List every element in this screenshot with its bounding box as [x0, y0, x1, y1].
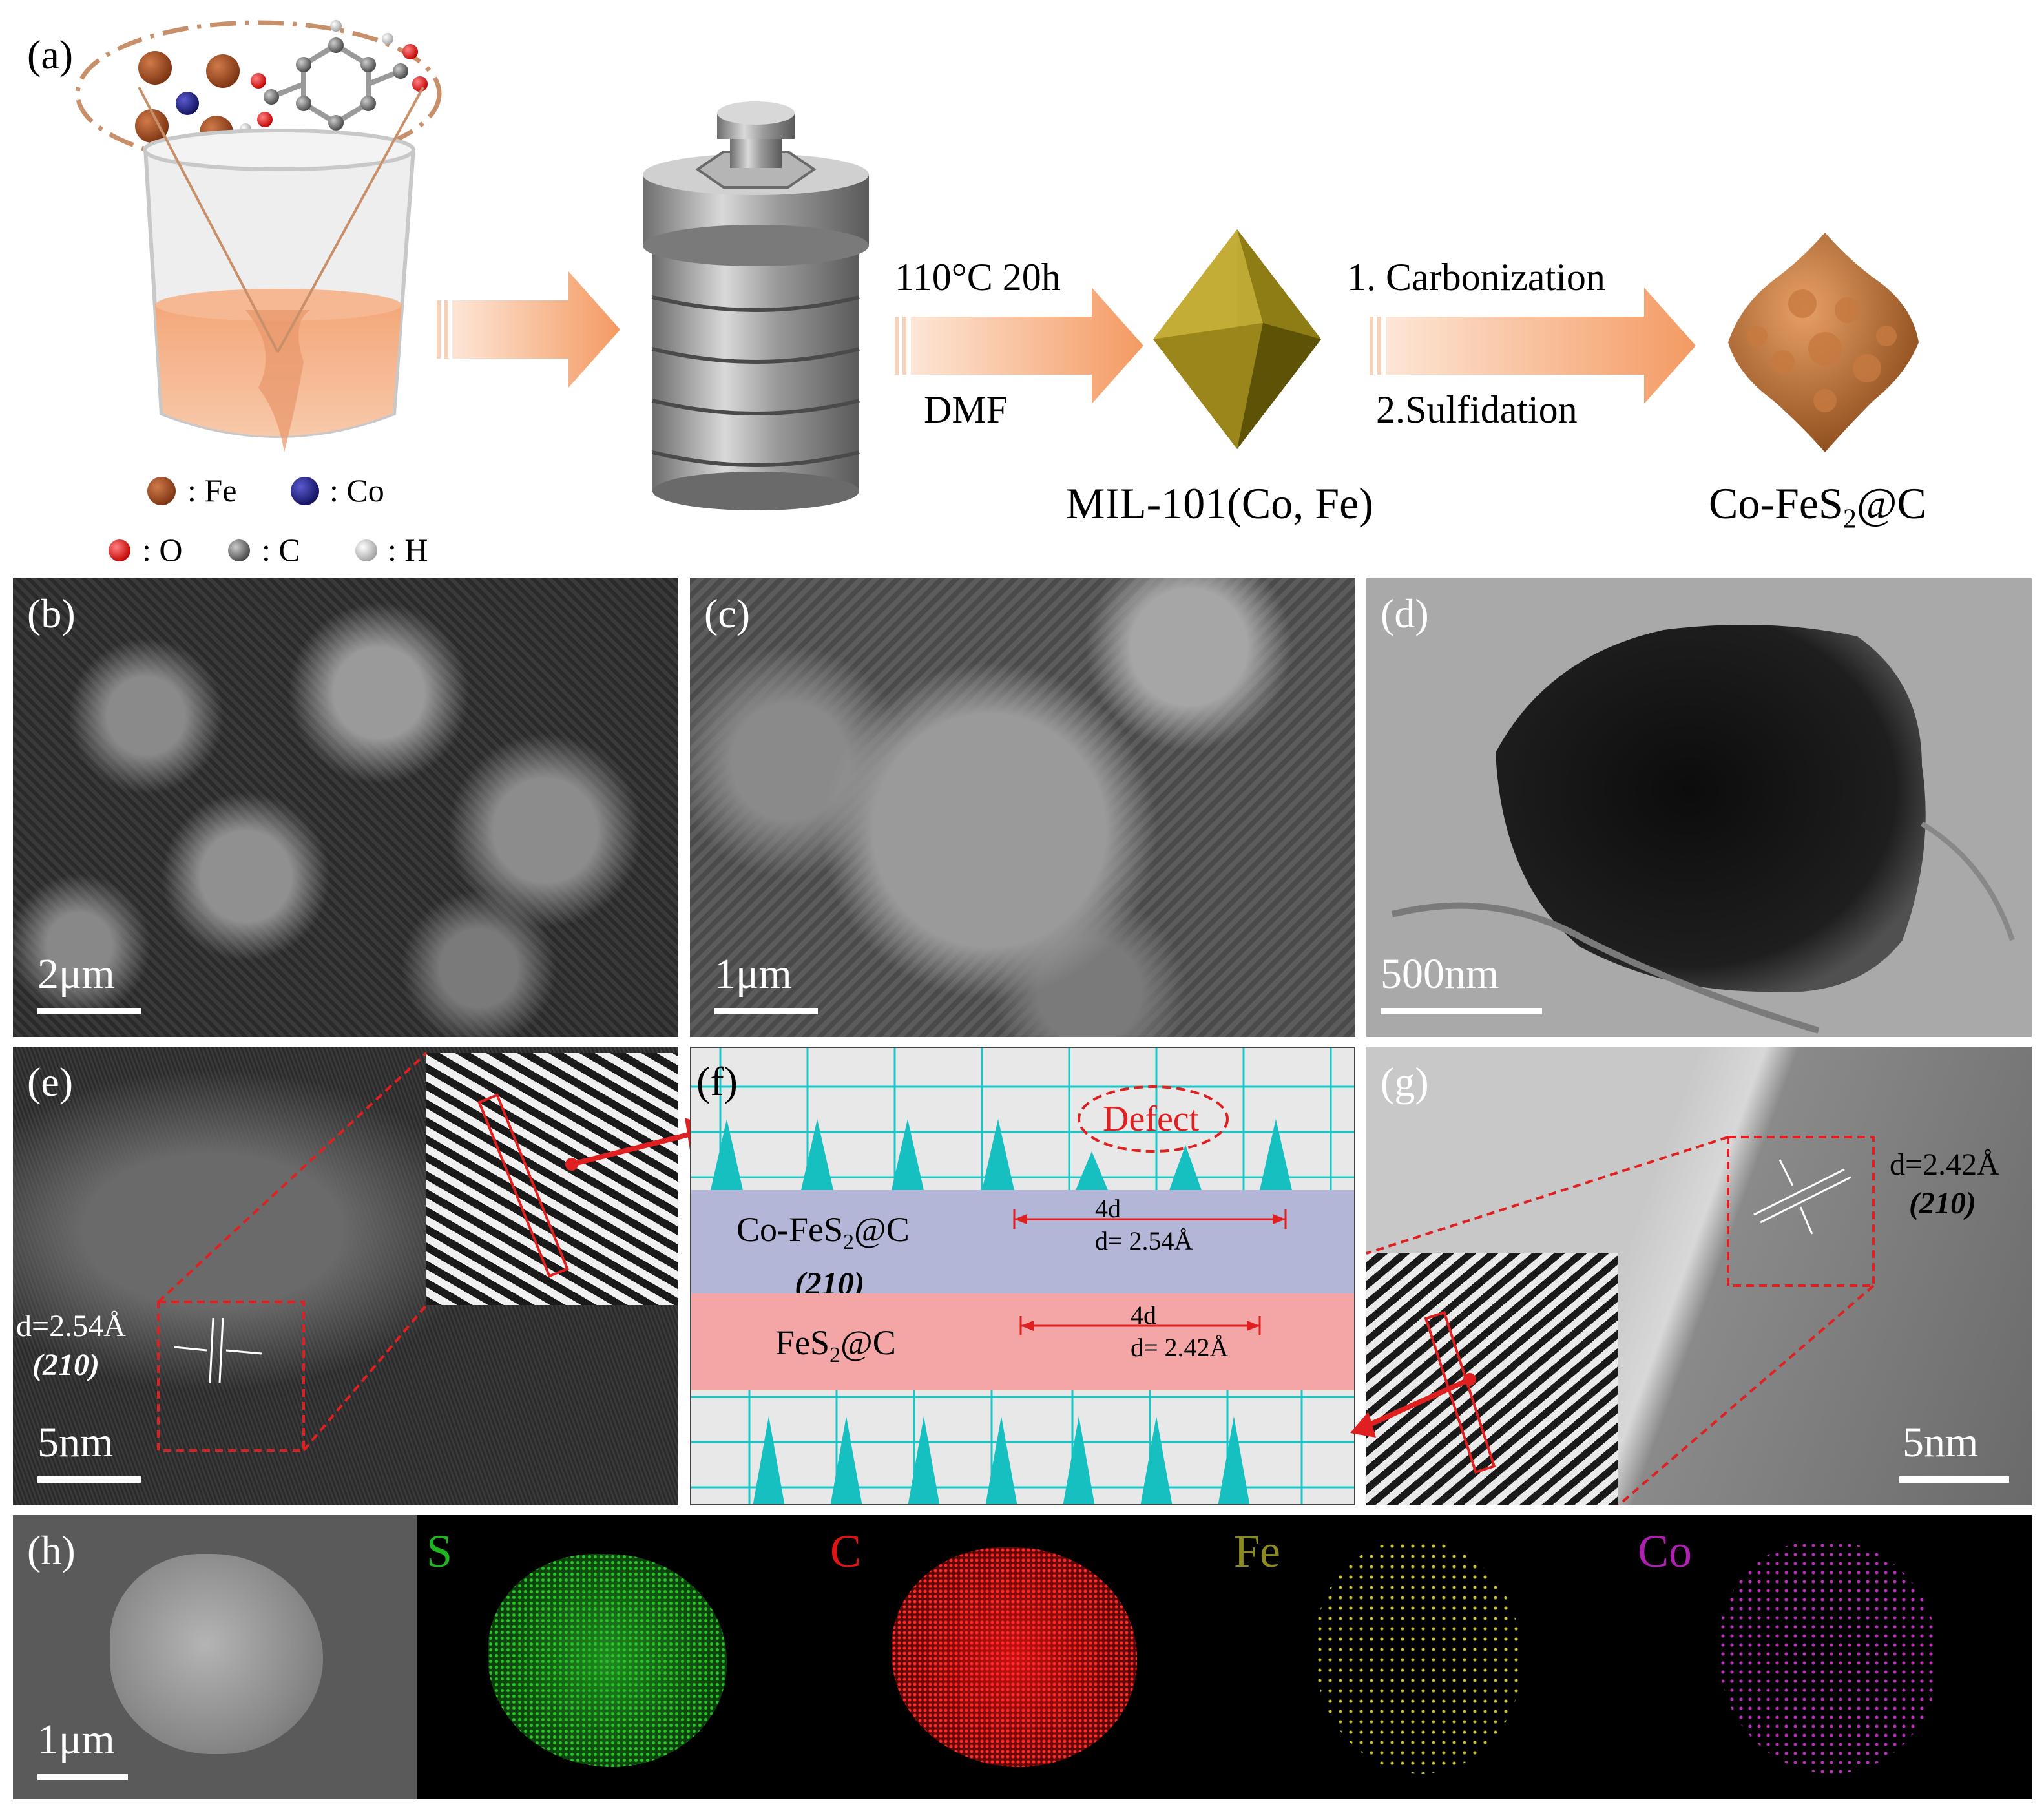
- legend-h: : H: [388, 532, 428, 568]
- panel-e-label: (e): [27, 1059, 74, 1105]
- map-s-label: S: [426, 1525, 453, 1577]
- panel-d-label: (d): [1381, 591, 1429, 636]
- panel-f-top-d: d= 2.54Å: [1095, 1226, 1193, 1255]
- panel-f-bottom-profile: [691, 1390, 1354, 1504]
- panel-d-scale-text: 500nm: [1381, 950, 1499, 998]
- panel-e-dspacing: d=2.54Å: [16, 1309, 126, 1343]
- panel-f-line-profiles: (f) Defect Co-FeS2@C 4d d= 2.54Å (210) F…: [690, 1047, 1355, 1505]
- panel-h-label: (h): [27, 1527, 76, 1573]
- panel-f-top-name-post: @C: [854, 1210, 910, 1249]
- legend-co: : Co: [329, 472, 384, 508]
- step2-sulfidation: 2.Sulfidation: [1376, 388, 1578, 431]
- panel-h-maps: S C Fe Co: [417, 1515, 2032, 1799]
- panel-b-scale-bar: [37, 1008, 141, 1014]
- panel-f-top-name-sub: 2: [843, 1230, 855, 1254]
- panel-f-bottom-name-pre: FeS: [775, 1323, 830, 1362]
- map-s: S: [417, 1515, 820, 1799]
- panel-d-particle: [1391, 625, 2015, 1034]
- step1-solvent: DMF: [924, 388, 1008, 431]
- product-label-pre: Co-FeS: [1709, 479, 1843, 528]
- schematic-illustration: [75, 20, 1919, 561]
- panel-g-scale-bar: [1899, 1476, 2009, 1483]
- panel-a-label: (a): [27, 32, 74, 78]
- panel-g-label: (g): [1381, 1059, 1429, 1105]
- map-c-signal: [892, 1547, 1137, 1767]
- product-label-post: @C: [1856, 479, 1926, 528]
- map-co-label: Co: [1638, 1525, 1693, 1577]
- map-co: Co: [1628, 1515, 2032, 1799]
- panel-f-top-name-pre: Co-FeS: [736, 1210, 844, 1249]
- panel-f-bottom-name: FeS2@C: [775, 1323, 896, 1368]
- panel-d-scale-bar: [1381, 1008, 1542, 1014]
- panel-f-bottom-span-arrow: [1019, 1316, 1261, 1335]
- panel-e-hrtem-image: (e) d=2.54Å (210) 5nm: [13, 1047, 678, 1505]
- panel-c-sem-image: (c) 1μm: [690, 578, 1355, 1037]
- panel-f-bottom-name-sub: 2: [829, 1343, 841, 1367]
- map-fe: Fe: [1224, 1515, 1628, 1799]
- panel-e-inset-lattice: [426, 1053, 678, 1305]
- panel-h-sem-image: (h) 1μm: [13, 1515, 417, 1799]
- panel-d-tem-image: (d) 500nm: [1366, 578, 2032, 1037]
- panel-a: (a): [0, 0, 2044, 575]
- panel-g-plane: (210): [1909, 1186, 1976, 1220]
- panel-h-scale-text: 1μm: [37, 1716, 115, 1763]
- product-label-sub: 2: [1842, 504, 1857, 534]
- legend-fe: : Fe: [187, 472, 237, 508]
- legend-o: : O: [142, 532, 183, 568]
- panel-e-scale-bar: [37, 1476, 141, 1483]
- panel-c-label: (c): [704, 591, 751, 636]
- map-co-signal: [1718, 1541, 1938, 1774]
- panel-c-scale-text: 1μm: [714, 950, 792, 998]
- panel-f-label: (f): [696, 1058, 738, 1104]
- panel-e-scale-text: 5nm: [37, 1419, 114, 1466]
- panel-f-bottom-d: d= 2.42Å: [1131, 1333, 1229, 1362]
- panel-f-top-name: Co-FeS2@C: [736, 1209, 910, 1255]
- panel-g-scale-text: 5nm: [1903, 1419, 1979, 1466]
- map-fe-label: Fe: [1234, 1525, 1280, 1577]
- panel-f-top-profile: [691, 1048, 1354, 1190]
- map-c: C: [820, 1515, 1224, 1799]
- panel-f-bottom-name-post: @C: [840, 1323, 896, 1362]
- panel-g-markers: [1366, 1136, 1875, 1505]
- panel-e-plane: (210): [32, 1348, 99, 1382]
- step2-carbonization: 1. Carbonization: [1347, 256, 1605, 298]
- map-c-label: C: [830, 1525, 862, 1577]
- mof-label: MIL-101(Co, Fe): [1066, 479, 1373, 528]
- legend-c: : C: [262, 532, 300, 568]
- panel-h-scale-bar: [37, 1774, 128, 1780]
- map-s-signal: [488, 1554, 727, 1767]
- panel-g-dspacing: d=2.42Å: [1890, 1147, 1999, 1182]
- panel-b-label: (b): [27, 591, 76, 636]
- panel-f-defect-label: Defect: [1103, 1099, 1200, 1139]
- panel-h-particle: [110, 1554, 323, 1754]
- step1-conditions: 110°C 20h: [895, 256, 1061, 298]
- panel-f-bottom-band: [691, 1293, 1354, 1390]
- panel-b-sem-image: (b) 2μm: [13, 578, 678, 1037]
- panel-c-scale-bar: [714, 1008, 818, 1014]
- panel-f-top-band: [691, 1190, 1354, 1293]
- panel-f-top-span-arrow: [1013, 1209, 1287, 1229]
- panel-b-scale-text: 2μm: [37, 950, 115, 998]
- product-label: Co-FeS2@C: [1709, 478, 1926, 535]
- panel-g-hrtem-image: (g) d=2.42Å (210) 5nm: [1366, 1047, 2032, 1505]
- map-fe-signal: [1315, 1541, 1521, 1774]
